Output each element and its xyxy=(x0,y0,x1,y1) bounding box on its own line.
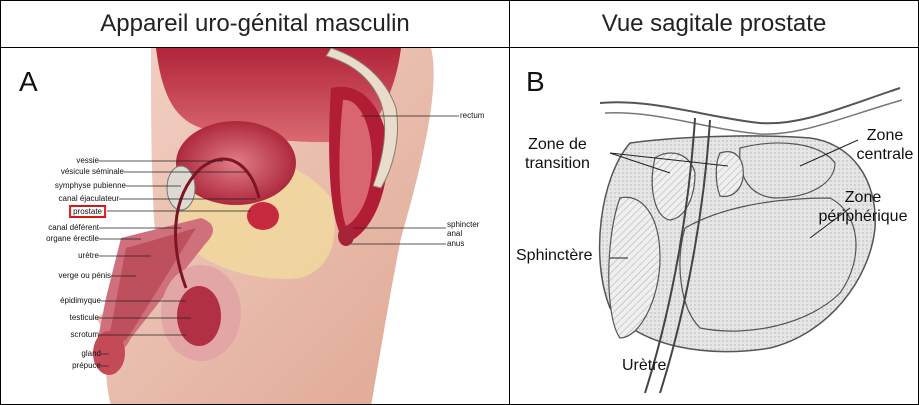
label-zone-transition-line1: Zone de xyxy=(525,135,590,154)
label-anal: anal xyxy=(447,229,462,238)
label-zone-peripherique-line2: périphérique xyxy=(808,207,918,226)
label-zone-transition: Zone de transition xyxy=(525,135,590,173)
label-zone-centrale-line2: centrale xyxy=(852,145,918,164)
label-prepuce: prépuce xyxy=(72,361,101,370)
panel-b-letter: B xyxy=(526,66,545,98)
label-testicule: testicule xyxy=(70,313,99,322)
header-right: Vue sagitale prostate xyxy=(509,0,919,48)
label-organe-erectile: organe érectile xyxy=(46,234,99,243)
label-vesicule-seminale: vésicule séminale xyxy=(61,167,124,176)
panel-a-letter: A xyxy=(19,66,38,98)
label-prostate-highlighted: prostate xyxy=(70,206,105,217)
label-zone-peripherique-line1: Zone xyxy=(808,188,918,207)
label-anus: anus xyxy=(447,239,464,248)
label-canal-ejaculateur: canal éjaculateur xyxy=(59,194,119,203)
label-uretre-b: Urètre xyxy=(622,356,666,375)
label-verge-ou-penis: verge ou pénis xyxy=(59,271,111,280)
label-scrotum: scrotum xyxy=(71,330,99,339)
panel-b: B Zone de transition Zone centrale Zone … xyxy=(509,47,919,405)
label-zone-peripherique: Zone périphérique xyxy=(808,188,918,226)
label-epidimyque: épidimyque xyxy=(60,296,101,305)
label-vessie: vessie xyxy=(76,156,99,165)
label-symphyse-pubienne: symphyse pubienne xyxy=(55,181,126,190)
header-left-title: Appareil uro-génital masculin xyxy=(100,10,410,38)
prostate-sagittal-illustration xyxy=(510,48,919,405)
label-gland: gland xyxy=(81,349,101,358)
label-sphincter: sphincter xyxy=(447,220,479,229)
panel-a: A vessie vésicule séminale symphyse pubi… xyxy=(0,47,510,405)
label-sphinctere: Sphinctère xyxy=(516,246,593,265)
label-zone-centrale: Zone centrale xyxy=(852,126,918,164)
header-left: Appareil uro-génital masculin xyxy=(0,0,510,48)
label-zone-centrale-line1: Zone xyxy=(852,126,918,145)
label-rectum: rectum xyxy=(460,111,484,120)
label-uretre: urètre xyxy=(78,251,99,260)
label-canal-deferent: canal déférent xyxy=(48,223,99,232)
header-right-title: Vue sagitale prostate xyxy=(602,10,827,38)
label-zone-transition-line2: transition xyxy=(525,154,590,173)
